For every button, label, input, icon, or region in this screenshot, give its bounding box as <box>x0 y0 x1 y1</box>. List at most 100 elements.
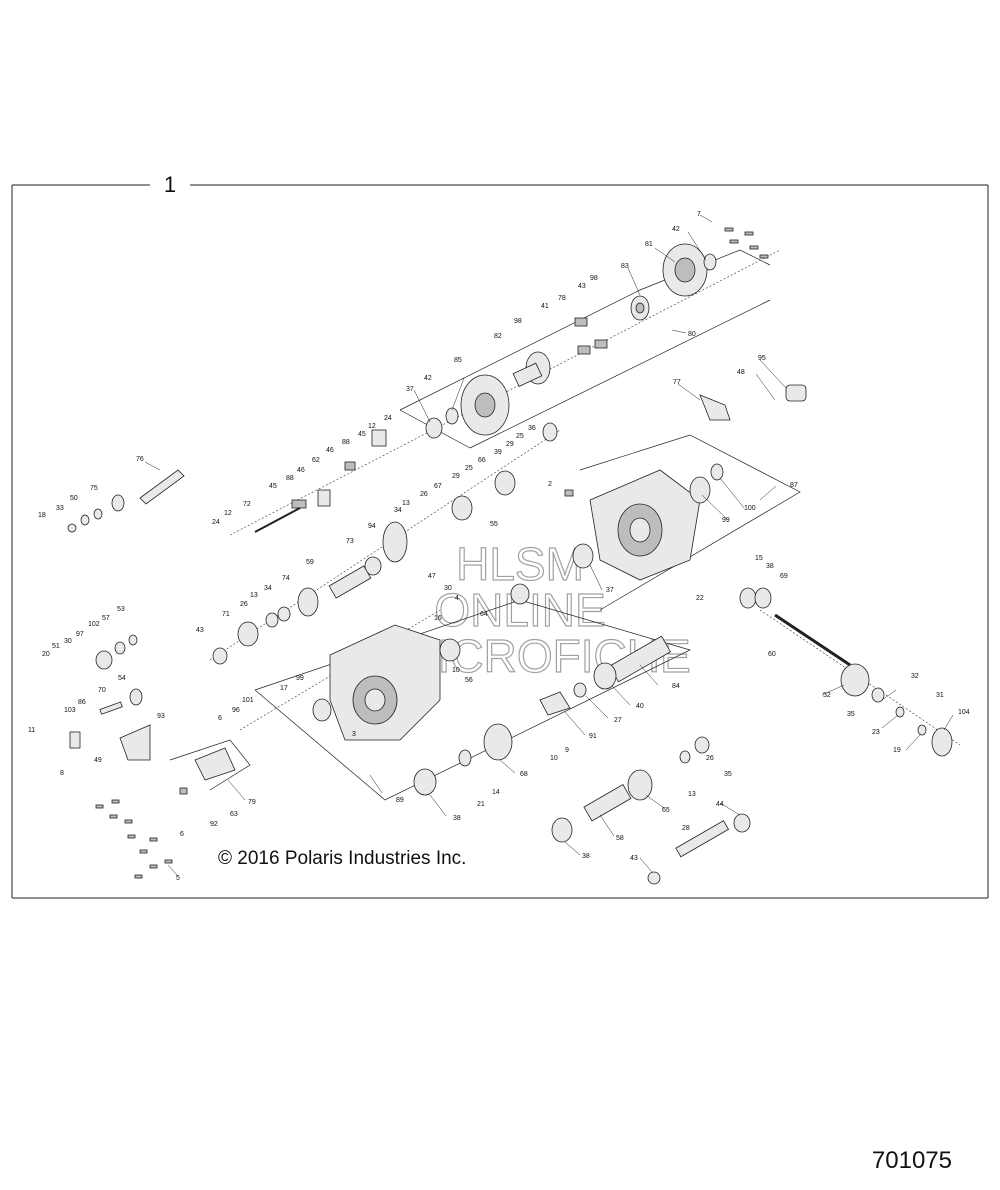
callout: 35 <box>847 711 855 718</box>
callout: 42 <box>424 375 432 382</box>
callout: 13 <box>688 791 696 798</box>
callout: 88 <box>342 439 350 446</box>
callout: 30 <box>64 638 72 645</box>
bolts-5 <box>95 799 173 879</box>
callout: 101 <box>242 697 254 704</box>
callout: 94 <box>368 523 376 530</box>
callout: 55 <box>490 521 498 528</box>
callout: 26 <box>420 491 428 498</box>
document-number: 701075 <box>872 1147 952 1174</box>
callout: 91 <box>589 733 597 740</box>
assembly-callout: 1 <box>164 172 176 197</box>
cover-81 <box>662 243 708 297</box>
callout: 13 <box>250 592 258 599</box>
callout: 34 <box>264 585 272 592</box>
callout: 29 <box>506 441 514 448</box>
callout: 23 <box>872 729 880 736</box>
callout: 37 <box>406 386 414 393</box>
callout: 72 <box>243 501 251 508</box>
shift-lever-76 <box>111 469 185 512</box>
parts <box>67 227 953 885</box>
housing-87 <box>589 469 701 581</box>
callout: 31 <box>936 692 944 699</box>
callout: 54 <box>118 675 126 682</box>
bolts-7 <box>724 227 769 259</box>
callout: 64 <box>480 611 488 618</box>
callout: 13 <box>402 500 410 507</box>
callout: 33 <box>56 505 64 512</box>
leader-lines <box>144 214 954 877</box>
copyright-text: © 2016 Polaris Industries Inc. <box>218 848 466 869</box>
callout: 47 <box>428 573 436 580</box>
callout: 7 <box>697 211 701 218</box>
callout: 4 <box>455 595 459 602</box>
callout: 43 <box>196 627 204 634</box>
callout: 49 <box>94 757 102 764</box>
callout: 98 <box>514 318 522 325</box>
callout: 43 <box>630 855 638 862</box>
callout: 15 <box>755 555 763 562</box>
callout: 88 <box>286 475 294 482</box>
callout: 6 <box>180 831 184 838</box>
callout: 53 <box>117 606 125 613</box>
callout: 16 <box>434 615 442 622</box>
callout: 46 <box>326 447 334 454</box>
callout: 6 <box>218 715 222 722</box>
callout: 40 <box>636 703 644 710</box>
callout: 73 <box>346 538 354 545</box>
callout: 2 <box>548 481 552 488</box>
callout: 38 <box>453 815 461 822</box>
callout: 22 <box>696 595 704 602</box>
callout: 24 <box>212 519 220 526</box>
callout: 60 <box>768 651 776 658</box>
callout: 78 <box>558 295 566 302</box>
callout: 66 <box>478 457 486 464</box>
callout: 81 <box>645 241 653 248</box>
callout: 24 <box>384 415 392 422</box>
callout: 93 <box>157 713 165 720</box>
callout: 99 <box>722 517 730 524</box>
callout: 62 <box>312 457 320 464</box>
callout: 69 <box>780 573 788 580</box>
callout: 84 <box>672 683 680 690</box>
callout: 71 <box>222 611 230 618</box>
gear-82 <box>512 351 551 387</box>
callout: 82 <box>494 333 502 340</box>
callout: 65 <box>662 807 670 814</box>
callout: 95 <box>758 355 766 362</box>
callout: 68 <box>520 771 528 778</box>
callout: 12 <box>368 423 376 430</box>
callout: 44 <box>716 801 724 808</box>
callout: 75 <box>90 485 98 492</box>
callout: 87 <box>790 482 798 489</box>
callout: 102 <box>88 621 100 628</box>
callout: 5 <box>176 875 180 882</box>
callout: 19 <box>893 747 901 754</box>
callout: 76 <box>136 456 144 463</box>
callout: 58 <box>616 835 624 842</box>
callout: 29 <box>452 473 460 480</box>
callout: 27 <box>614 717 622 724</box>
housing-89 <box>329 624 441 741</box>
callout: 99 <box>296 675 304 682</box>
callout: 18 <box>38 512 46 519</box>
callout: 45 <box>269 483 277 490</box>
callout: 10 <box>550 755 558 762</box>
callout: 63 <box>230 811 238 818</box>
callout: 14 <box>492 789 500 796</box>
callout: 50 <box>70 495 78 502</box>
callout: 25 <box>465 465 473 472</box>
callout: 41 <box>541 303 549 310</box>
assembly-frame <box>11 184 989 899</box>
callout: 35 <box>724 771 732 778</box>
callout: 74 <box>282 575 290 582</box>
callout: 38 <box>582 853 590 860</box>
callout: 97 <box>76 631 84 638</box>
callout: 103 <box>64 707 76 714</box>
callout: 11 <box>28 727 35 734</box>
callout: 70 <box>98 687 106 694</box>
callout: 85 <box>454 357 462 364</box>
callout: 89 <box>396 797 404 804</box>
callout: 86 <box>78 699 86 706</box>
